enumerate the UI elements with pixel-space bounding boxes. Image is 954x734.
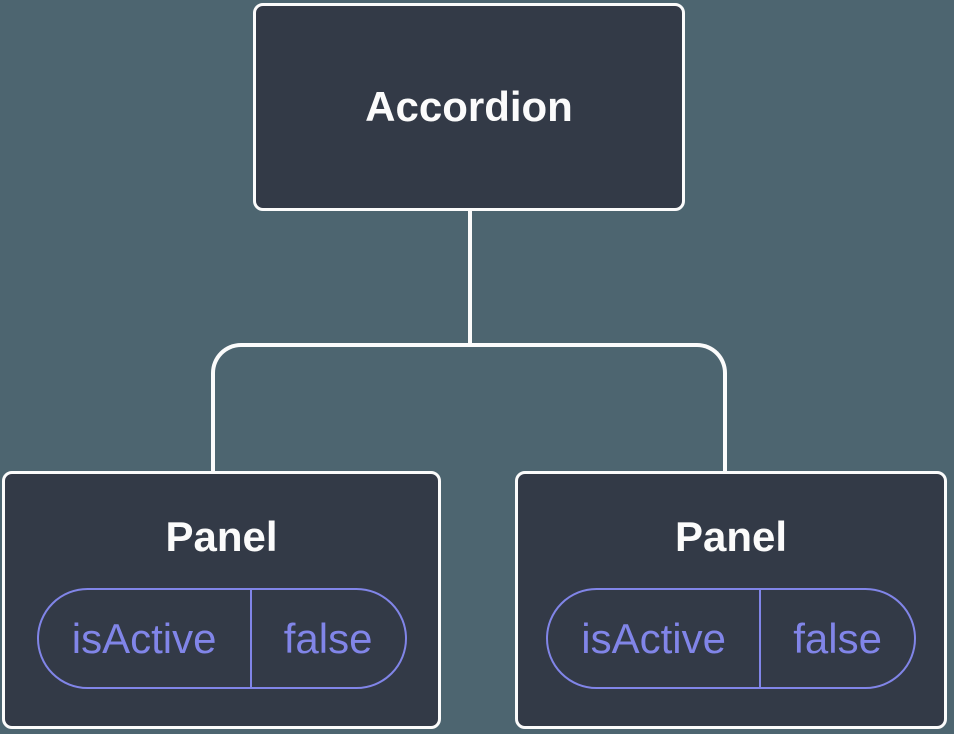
panel-2-label: Panel — [674, 513, 788, 560]
panel-2-state-key: isActive — [548, 590, 762, 687]
connector-bracket — [211, 343, 727, 471]
panel-2-state-pill: isActive false — [546, 588, 916, 689]
tree-node-panel-2: Panel isActive false — [515, 471, 947, 729]
panel-1-state-key: isActive — [39, 590, 252, 687]
panel-1-state-pill: isActive false — [36, 588, 407, 689]
tree-node-panel-1: Panel isActive false — [2, 471, 441, 729]
connector-stem — [468, 209, 472, 345]
panel-1-state-value: false — [283, 614, 373, 662]
accordion-node-label: Accordion — [365, 83, 573, 130]
panel-2-state-value: false — [793, 614, 882, 662]
panel-1-label: Panel — [165, 513, 278, 560]
tree-node-accordion: Accordion — [253, 3, 685, 211]
